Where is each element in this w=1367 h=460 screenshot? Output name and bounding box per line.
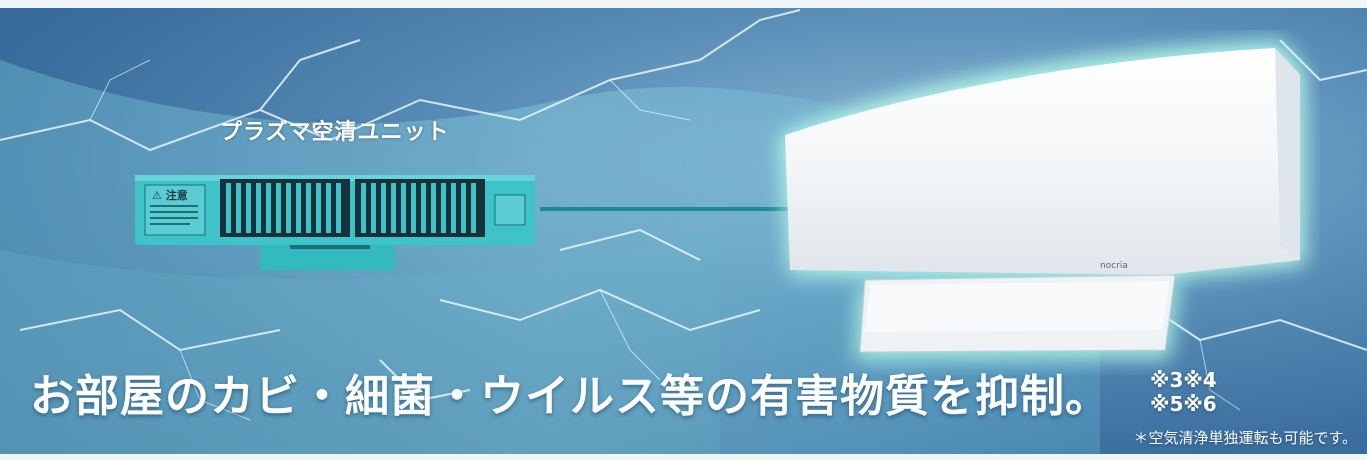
- air-conditioner-image: nocria: [780, 40, 1305, 360]
- headline: お部屋のカビ・細菌・ウイルス等の有害物質を抑制。: [30, 371, 1110, 422]
- note-line-2: ※5※6: [1150, 392, 1217, 416]
- plasma-unit-image: ⚠ 注意: [135, 175, 535, 270]
- aircon-brand-text: nocria: [1100, 261, 1128, 271]
- footnote: ＊空気清浄単独運転も可能です。: [1133, 429, 1357, 447]
- reference-notes: ※3※4 ※5※6: [1150, 368, 1260, 416]
- unit-label: プラズマ空清ユニット: [220, 120, 450, 145]
- top-frame: [0, 0, 1367, 8]
- svg-text:⚠ 注意: ⚠ 注意: [152, 188, 188, 202]
- note-line-1: ※3※4: [1150, 368, 1217, 392]
- bottom-frame: [0, 454, 1367, 460]
